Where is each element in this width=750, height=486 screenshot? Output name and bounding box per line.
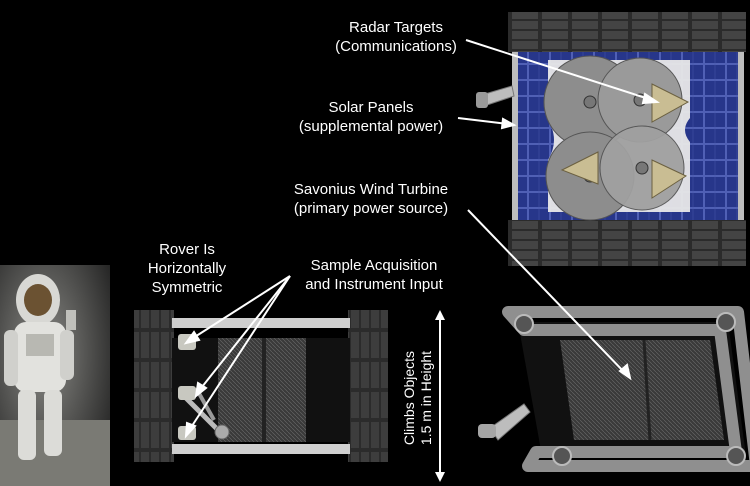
rover-symmetric-line1: Rover Is — [159, 241, 215, 258]
radar-targets-label: Radar Targets (Communications) — [316, 18, 476, 56]
wind-turbine-subtitle: (primary power source) — [293, 200, 449, 217]
rover-symmetric-line3: Symmetric — [151, 279, 223, 296]
sample-acquisition-label: Sample Acquisition and Instrument Input — [284, 256, 464, 294]
radar-targets-title: Radar Targets — [349, 19, 443, 36]
solar-panels-subtitle: (supplemental power) — [298, 118, 444, 135]
rover-front-view — [134, 310, 388, 462]
climbs-objects-line2: 1.5 m in Height — [418, 350, 434, 446]
callout-lines — [183, 39, 660, 439]
solar-panels-title: Solar Panels — [328, 99, 414, 116]
wind-turbine-label: Savonius Wind Turbine (primary power sou… — [276, 180, 466, 218]
rover-symmetric-label: Rover Is Horizontally Symmetric — [132, 240, 242, 297]
astronaut-image — [0, 265, 110, 486]
rover-top-view — [476, 12, 746, 266]
radar-targets-subtitle: (Communications) — [335, 38, 457, 55]
sample-acquisition-subtitle: and Instrument Input — [305, 276, 443, 293]
wind-turbine-title: Savonius Wind Turbine — [293, 181, 449, 198]
sample-acquisition-title: Sample Acquisition — [310, 257, 438, 274]
climbs-objects-line1: Climbs Objects — [401, 350, 417, 446]
rover-symmetric-line2: Horizontally — [147, 260, 227, 277]
climbs-objects-label: Climbs Objects 1.5 m in Height — [401, 333, 437, 463]
solar-panels-label: Solar Panels (supplemental power) — [286, 98, 456, 136]
rover-side-view — [435, 306, 750, 482]
